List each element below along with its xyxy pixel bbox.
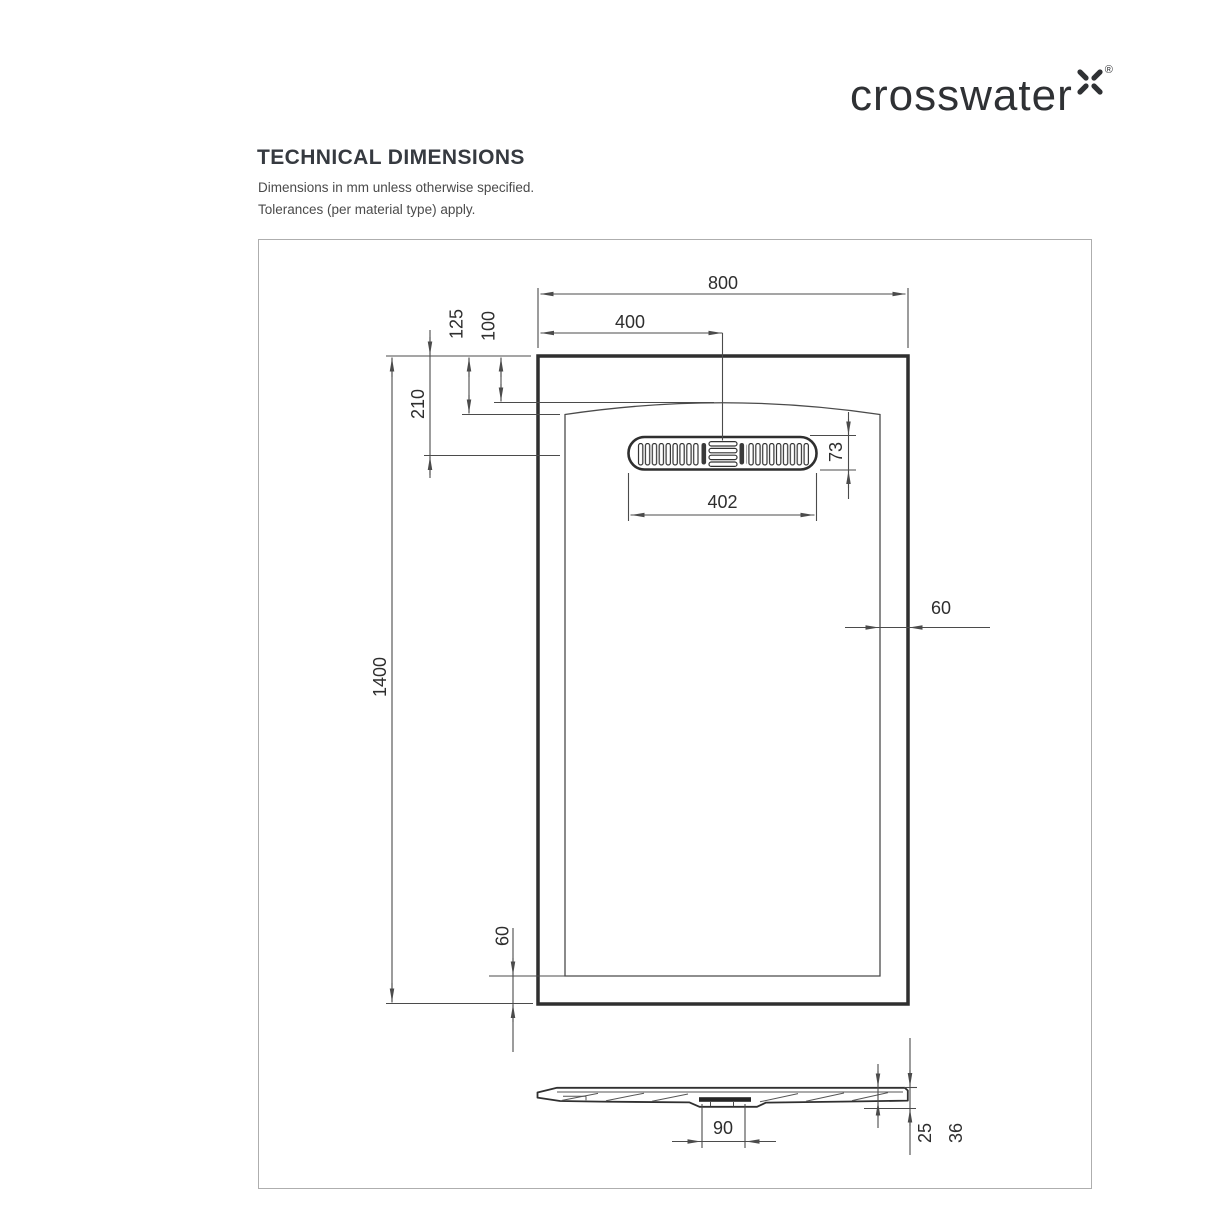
dimension-lines [389, 291, 990, 1052]
dim-grate-length: 402 [707, 492, 737, 512]
grate-slot-solid-left [701, 443, 707, 465]
tray-floor-edge [564, 402, 881, 977]
section-dimension-lines [672, 1038, 913, 1155]
dim-grate-width: 73 [826, 442, 846, 462]
note-line-2: Tolerances (per material type) apply. [258, 202, 476, 217]
section-extension-lines [701, 1086, 917, 1148]
dim-rim-to-drain-center: 210 [408, 389, 428, 419]
grate-slots-right [746, 442, 810, 466]
plan-view: 800 400 125 100 210 1400 60 60 402 73 [370, 273, 990, 1052]
dim-drain-center-from-left: 400 [615, 312, 645, 332]
registered-mark: ® [1104, 64, 1113, 76]
dim-rim-width-bottom: 60 [493, 926, 513, 946]
dim-rim-to-floor-edge: 125 [447, 309, 467, 339]
note-line-1: Dimensions in mm unless otherwise specif… [258, 180, 535, 195]
dim-edge-height: 25 [915, 1123, 935, 1143]
page-title: TECHNICAL DIMENSIONS [257, 146, 525, 169]
dim-overall-height: 36 [946, 1123, 966, 1143]
dim-overall-width: 800 [708, 273, 738, 293]
section-drain-detail [710, 1102, 734, 1107]
drain-grate [627, 435, 818, 471]
brand-logo: crosswater ® [850, 64, 1113, 120]
dim-overall-length: 1400 [370, 657, 390, 697]
brand-logo-x-icon [1075, 66, 1105, 101]
brand-logo-text: crosswater [850, 71, 1073, 120]
section-view: 90 25 36 [536, 1038, 966, 1155]
dim-rim-to-floor-apex: 100 [479, 311, 499, 341]
grate-center-bars [708, 441, 738, 468]
dim-drain-body-width: 90 [713, 1118, 733, 1138]
grate-slot-solid-right [739, 443, 745, 465]
extension-lines [386, 288, 909, 1005]
dim-rim-width-right: 60 [931, 598, 951, 618]
section-drain-body [699, 1097, 751, 1102]
grate-slots-left [637, 442, 699, 466]
section-surface-texture [557, 1091, 903, 1103]
